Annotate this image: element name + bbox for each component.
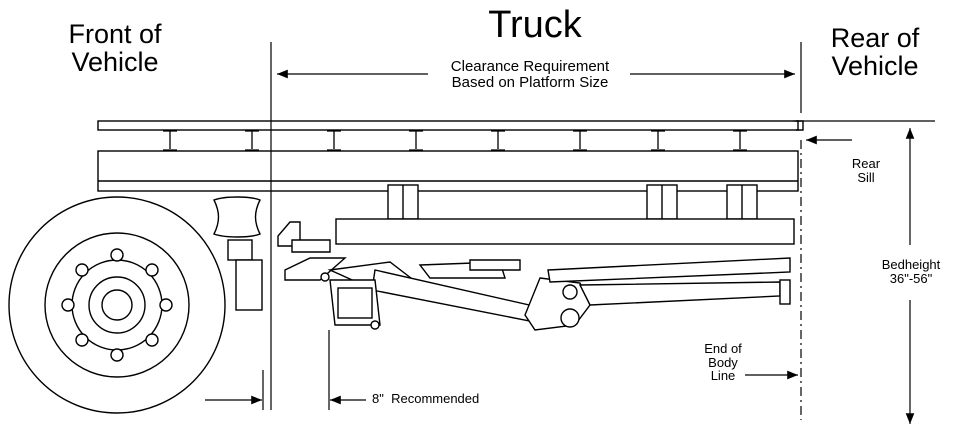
end-of-body-label: End of Body Line (700, 342, 746, 383)
bedheight-label: Bedheight 36"-56" (866, 257, 956, 286)
front-label-line1: Front of (68, 19, 162, 49)
rear-sill-label: Rear Sill (846, 157, 886, 184)
bedheight-line1: Bedheight (881, 257, 941, 272)
clearance-label: Clearance Requirement Based on Platform … (430, 59, 630, 91)
suspension (213, 196, 263, 311)
recommended-text: Recommended (391, 391, 480, 406)
rear-wheel (8, 196, 226, 414)
truck-bed (97, 120, 804, 192)
dimension-lines (205, 42, 935, 424)
liftgate-platform (277, 218, 795, 253)
rear-label-line1: Rear of (830, 23, 920, 53)
rear-sill-line2: Sill (857, 169, 875, 185)
recommended-label: 8" Recommended (372, 392, 479, 406)
front-label: Front of Vehicle (40, 20, 190, 77)
recommended-value: 8" (372, 391, 384, 406)
cross-members (163, 130, 747, 151)
clearance-line1: Clearance Requirement (450, 58, 610, 75)
rear-label-line2: Vehicle (831, 51, 919, 82)
diagram-title: Truck (488, 4, 582, 46)
end-of-body-line3: Line (710, 368, 736, 384)
bedheight-line2: 36"-56" (889, 270, 933, 286)
clearance-line2: Based on Platform Size (451, 73, 609, 91)
end-of-body-line2: Body (708, 354, 738, 370)
end-of-body-line1: End of (704, 341, 742, 356)
front-label-line2: Vehicle (71, 47, 159, 78)
rear-label: Rear of Vehicle (805, 24, 945, 81)
lift-mechanism (284, 257, 791, 331)
rear-sill-line1: Rear (851, 156, 881, 171)
